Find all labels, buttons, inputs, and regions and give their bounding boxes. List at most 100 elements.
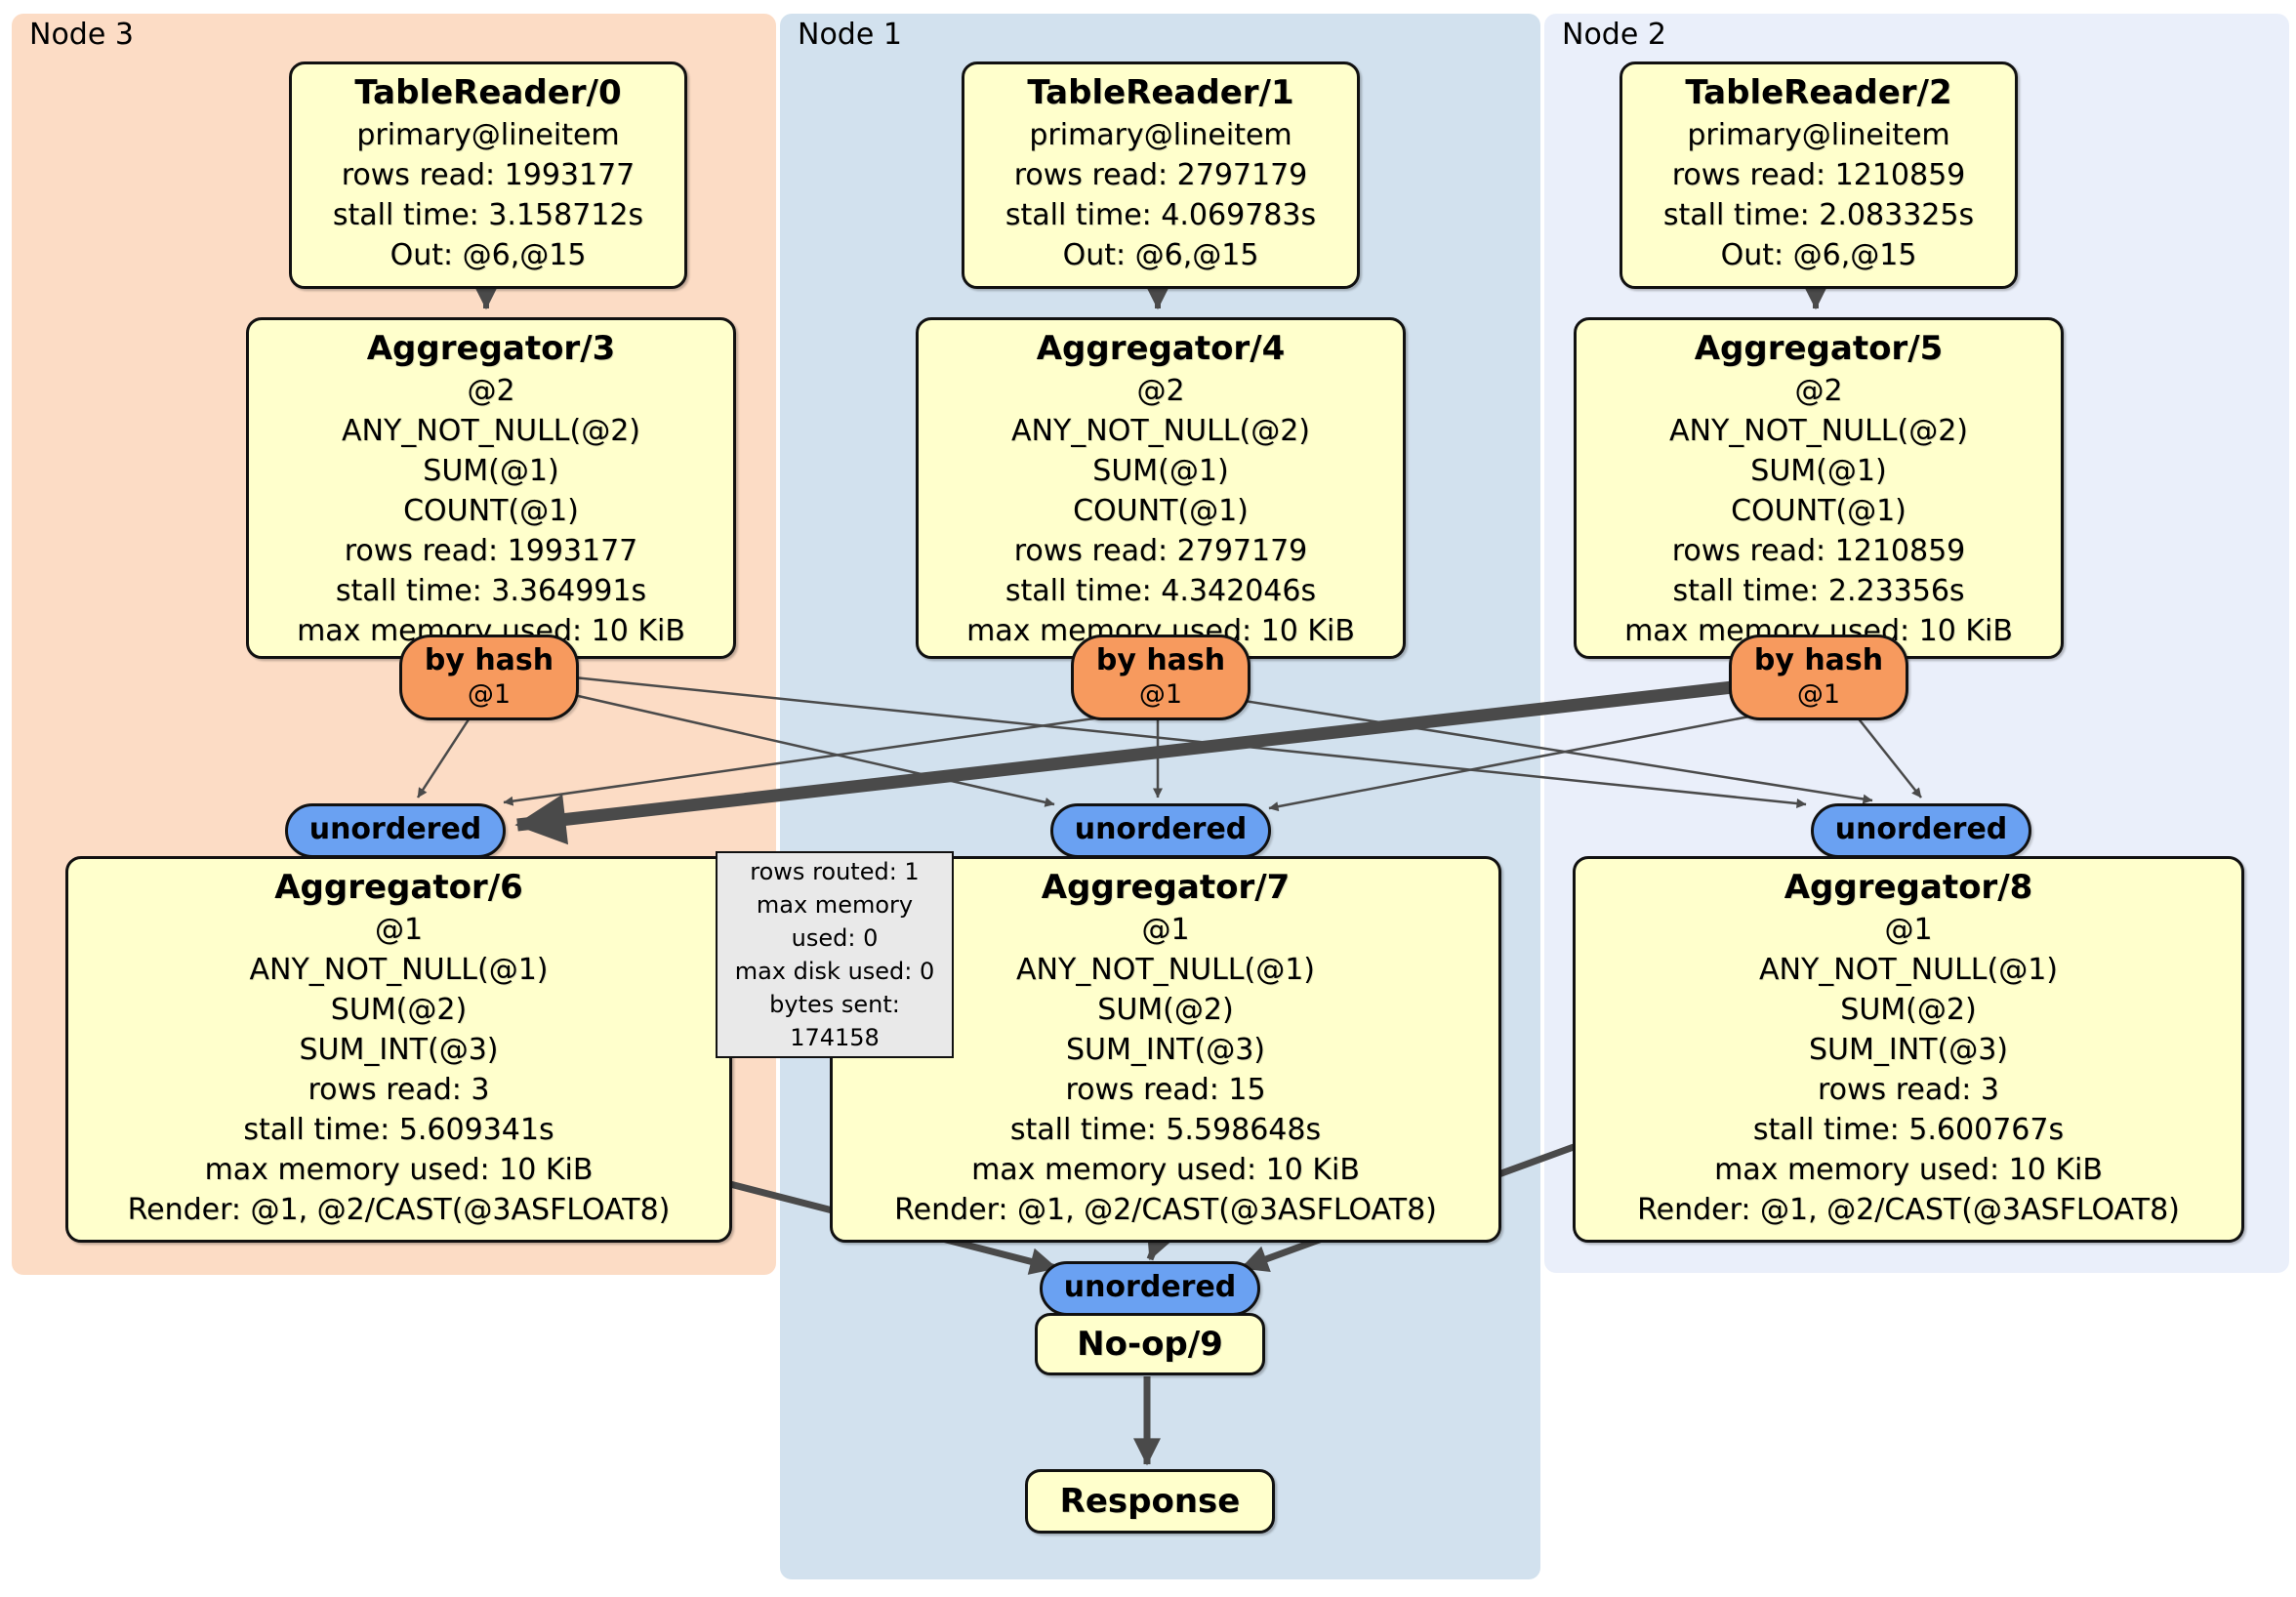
tooltip-line: bytes sent: 174158: [769, 991, 900, 1051]
processor-aggregator5[interactable]: Aggregator/5 @2 ANY_NOT_NULL(@2) SUM(@1)…: [1574, 317, 2064, 659]
sync-unordered-node2[interactable]: unordered: [1811, 803, 2031, 858]
tooltip-line: rows routed: 1: [750, 858, 920, 885]
edge-hash5-sync1: [1268, 715, 1750, 812]
region-label-node3: Node 3: [29, 18, 134, 52]
processor-line: COUNT(@1): [1731, 494, 1906, 528]
processor-line: rows read: 1210859: [1671, 158, 1966, 192]
processor-line: @2: [1794, 374, 1843, 408]
processor-response[interactable]: Response: [1025, 1469, 1275, 1534]
processor-aggregator4[interactable]: Aggregator/4 @2 ANY_NOT_NULL(@2) SUM(@1)…: [916, 317, 1406, 659]
sync-unordered-final[interactable]: unordered: [1040, 1261, 1260, 1316]
processor-title: TableReader/0: [354, 73, 622, 112]
processor-aggregator8[interactable]: Aggregator/8 @1 ANY_NOT_NULL(@1) SUM(@2)…: [1573, 856, 2244, 1243]
edge-hash5-sync3[interactable]: [514, 680, 1734, 845]
processor-line: max memory used: 10 KiB: [204, 1153, 594, 1187]
processor-line: stall time: 5.609341s: [243, 1113, 554, 1147]
stream-stats-tooltip: rows routed: 1 max memory used: 0 max di…: [716, 851, 954, 1058]
processor-line: @1: [1141, 913, 1190, 947]
processor-line: stall time: 3.364991s: [335, 574, 647, 608]
processor-line: rows read: 1210859: [1671, 534, 1966, 568]
processor-line: max memory used: 10 KiB: [1714, 1153, 2103, 1187]
processor-line: ANY_NOT_NULL(@1): [1759, 953, 2058, 987]
processor-line: SUM(@2): [330, 993, 468, 1027]
edge-hash5-sync2: [1856, 716, 1922, 798]
region-label-node2: Node 2: [1562, 18, 1666, 52]
processor-line: @1: [374, 913, 424, 947]
processor-tablereader2[interactable]: TableReader/2 primary@lineitem rows read…: [1620, 61, 2018, 289]
processor-line: rows read: 1993177: [341, 158, 636, 192]
processor-line: rows read: 15: [1065, 1073, 1266, 1107]
processor-line: Render: @1, @2/CAST(@3ASFLOAT8): [894, 1193, 1437, 1227]
processor-line: primary@lineitem: [356, 118, 620, 152]
processor-line: SUM(@1): [423, 454, 559, 488]
edge-hash3-sync1: [573, 693, 1055, 807]
processor-line: ANY_NOT_NULL(@1): [249, 953, 549, 987]
processor-line: stall time: 4.069783s: [1004, 198, 1317, 232]
processor-line: ANY_NOT_NULL(@2): [1011, 414, 1310, 448]
router-label: by hash: [424, 643, 554, 677]
processor-title: Aggregator/4: [1036, 329, 1286, 368]
processor-line: max memory used: 10 KiB: [971, 1153, 1360, 1187]
processor-title: TableReader/2: [1685, 73, 1952, 112]
processor-line: Out: @6,@15: [1720, 238, 1917, 272]
processor-line: Out: @6,@15: [1062, 238, 1259, 272]
processor-line: rows read: 2797179: [1013, 534, 1308, 568]
router-detail: @1: [1138, 679, 1183, 710]
tooltip-line: max disk used: 0: [734, 958, 935, 985]
processor-line: rows read: 3: [308, 1073, 490, 1107]
processor-title: Aggregator/6: [274, 868, 523, 907]
router-detail: @1: [467, 679, 512, 710]
processor-noop9[interactable]: No-op/9: [1035, 1313, 1265, 1375]
processor-line: SUM_INT(@3): [1066, 1033, 1265, 1067]
processor-line: stall time: 5.598648s: [1009, 1113, 1322, 1147]
processor-line: rows read: 3: [1817, 1073, 2000, 1107]
router-by-hash-node1[interactable]: by hash @1: [1071, 635, 1250, 720]
processor-line: rows read: 1993177: [344, 534, 638, 568]
router-detail: @1: [1796, 679, 1841, 710]
processor-line: Render: @1, @2/CAST(@3ASFLOAT8): [127, 1193, 671, 1227]
processor-line: @2: [467, 374, 515, 408]
processor-line: stall time: 2.23356s: [1672, 574, 1965, 608]
processor-line: @1: [1884, 913, 1933, 947]
edge-hash4-sync3: [503, 715, 1109, 806]
sync-unordered-node1[interactable]: unordered: [1050, 803, 1271, 858]
processor-title: No-op/9: [1077, 1325, 1223, 1364]
processor-line: stall time: 4.342046s: [1004, 574, 1317, 608]
processor-line: @2: [1136, 374, 1185, 408]
region-label-node1: Node 1: [798, 18, 902, 52]
edge-hash3-sync3: [416, 716, 472, 798]
router-label: by hash: [1753, 643, 1884, 677]
processor-line: stall time: 3.158712s: [332, 198, 644, 232]
processor-line: SUM(@1): [1092, 454, 1229, 488]
processor-line: stall time: 5.600767s: [1752, 1113, 2065, 1147]
processor-line: Render: @1, @2/CAST(@3ASFLOAT8): [1637, 1193, 2180, 1227]
processor-line: ANY_NOT_NULL(@1): [1016, 953, 1315, 987]
router-by-hash-node3[interactable]: by hash @1: [399, 635, 579, 720]
processor-title: Aggregator/7: [1041, 868, 1291, 907]
processor-line: SUM(@2): [1840, 993, 1977, 1027]
processor-title: Aggregator/3: [366, 329, 616, 368]
processor-line: stall time: 2.083325s: [1662, 198, 1975, 232]
processor-line: ANY_NOT_NULL(@2): [1669, 414, 1968, 448]
router-by-hash-node2[interactable]: by hash @1: [1729, 635, 1908, 720]
processor-aggregator6[interactable]: Aggregator/6 @1 ANY_NOT_NULL(@1) SUM(@2)…: [65, 856, 732, 1243]
tooltip-line: max memory used: 0: [756, 891, 914, 952]
router-label: by hash: [1095, 643, 1226, 677]
processor-line: Out: @6,@15: [390, 238, 587, 272]
processor-aggregator3[interactable]: Aggregator/3 @2 ANY_NOT_NULL(@2) SUM(@1)…: [246, 317, 736, 659]
processor-tablereader1[interactable]: TableReader/1 primary@lineitem rows read…: [962, 61, 1360, 289]
processor-line: ANY_NOT_NULL(@2): [342, 414, 640, 448]
edge-hash3-sync2: [573, 676, 1807, 809]
processor-title: Aggregator/8: [1784, 868, 2033, 907]
processor-title: Response: [1059, 1482, 1241, 1521]
processor-line: COUNT(@1): [403, 494, 579, 528]
processor-line: SUM_INT(@3): [1809, 1033, 2008, 1067]
processor-title: TableReader/1: [1027, 73, 1294, 112]
processor-line: SUM(@2): [1097, 993, 1234, 1027]
processor-line: primary@lineitem: [1687, 118, 1950, 152]
processor-tablereader0[interactable]: TableReader/0 primary@lineitem rows read…: [289, 61, 687, 289]
processor-line: primary@lineitem: [1029, 118, 1292, 152]
sync-unordered-node3[interactable]: unordered: [285, 803, 506, 858]
processor-line: SUM(@1): [1750, 454, 1887, 488]
